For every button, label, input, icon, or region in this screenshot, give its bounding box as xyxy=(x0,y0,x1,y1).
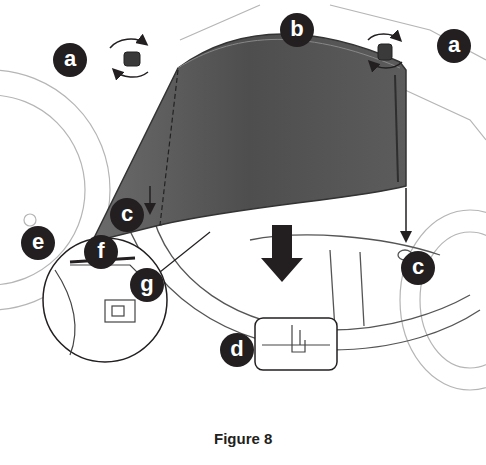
callout-letter: c xyxy=(401,251,435,285)
figure-caption: Figure 8 xyxy=(214,430,272,447)
callout-letter: a xyxy=(437,29,471,63)
callout-letter: g xyxy=(130,268,164,302)
callout-letter: b xyxy=(280,13,314,47)
callout-letter: e xyxy=(21,226,55,260)
callout-letter: c xyxy=(110,198,144,232)
callout-letter: d xyxy=(220,333,254,367)
callout-letter: f xyxy=(84,235,118,269)
callout-letter: a xyxy=(53,43,87,77)
